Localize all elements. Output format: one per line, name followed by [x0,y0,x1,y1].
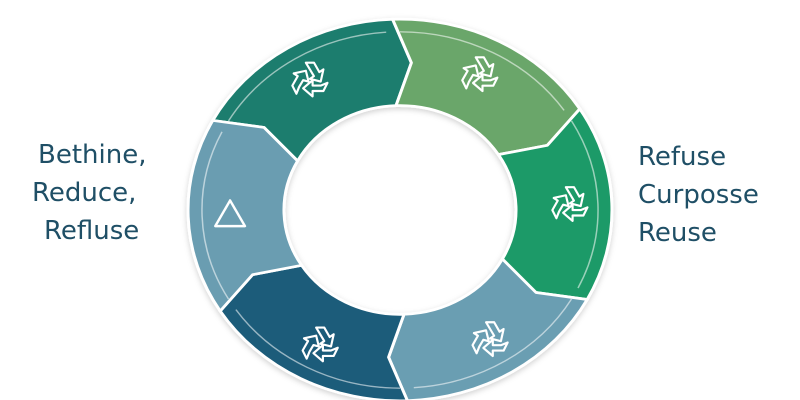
segment-bottom [387,257,589,400]
segment-lower-left [218,263,409,400]
segment-lower-right-ring-line [570,120,599,289]
right-text-line-3: Reuse [638,218,717,248]
segment-upper-right [391,17,582,156]
right-text-line-2: Curposse [638,180,759,210]
left-text-line-2: Reduce, [32,178,137,208]
left-text-block: Bethine, Reduce, Refluse [20,136,160,250]
segment-upper-right-ring-line [399,31,565,111]
segment-bottom-ring-line [413,298,573,389]
segment-lower-left-ring-line [235,309,401,389]
segment-upper-left [186,119,304,313]
triangle-arrow-icon-upper-left [214,199,247,228]
right-text-block: Refuse Curposse Reuse [638,138,793,252]
segment-top-ring-line [227,31,387,122]
left-text-line-1: Bethine, [38,140,147,170]
segment-upper-left-ring-line [201,131,230,300]
right-text-line-1: Refuse [638,142,727,172]
left-text-line-3: Refluse [44,216,140,246]
